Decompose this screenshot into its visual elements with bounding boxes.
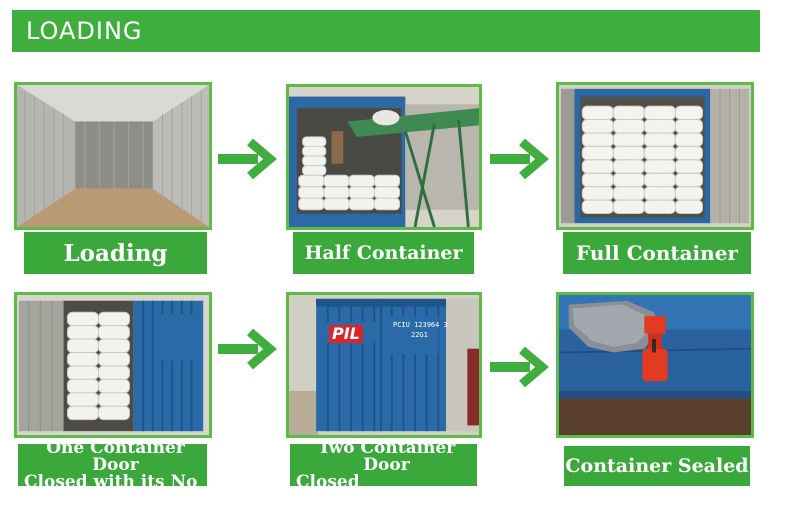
photo-two-doors-closed: PIL PCIU 123964 3 22G1 [286,292,482,438]
banner-title: LOADING [26,17,143,45]
title-banner: LOADING [12,10,760,52]
container-code-line1: PCIU 123964 3 [393,321,448,329]
photo-container-sealed [556,292,754,438]
photo-full-container [556,82,754,230]
step-label-container-sealed: Container Sealed [564,446,750,486]
step-label-loading: Loading [24,232,207,274]
step-label-full-container: Full Container [563,232,751,274]
container-brand: PIL [329,325,363,343]
step-label-half-container: Half Container [293,232,474,274]
arrow-right-icon [490,138,549,180]
photo-half-container [286,84,482,230]
arrow-right-icon [218,138,277,180]
container-code-line2: 22G1 [411,331,428,339]
photo-empty-container [14,82,212,230]
arrow-right-icon [490,346,549,388]
arrow-right-icon [218,328,277,370]
photo-one-door-closed [14,292,212,438]
step-label-one-door-closed: One Container Door Closed with its No [18,439,207,490]
step-label-two-doors-closed: Two Container Door Closed [290,439,477,490]
